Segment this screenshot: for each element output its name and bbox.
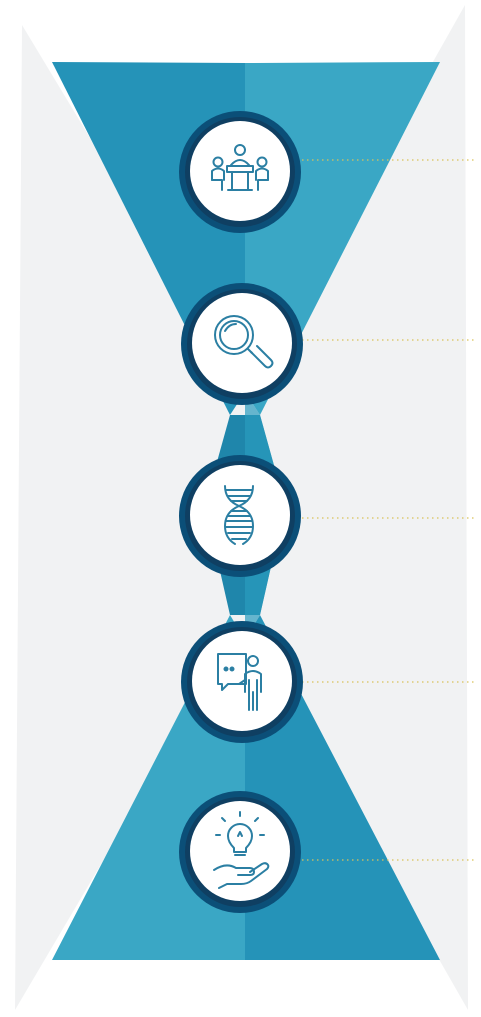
dna-icon <box>224 485 254 545</box>
presenter-icon <box>217 653 262 711</box>
step-5-node <box>178 790 302 914</box>
meeting-icon <box>211 144 269 191</box>
magnifier-icon <box>214 315 274 369</box>
connectors <box>302 159 476 861</box>
step-1-node <box>178 110 302 234</box>
idea-hand-icon <box>213 811 270 889</box>
step-4-node <box>180 620 304 744</box>
step-2-node <box>180 282 304 406</box>
step-3-node <box>178 454 302 578</box>
